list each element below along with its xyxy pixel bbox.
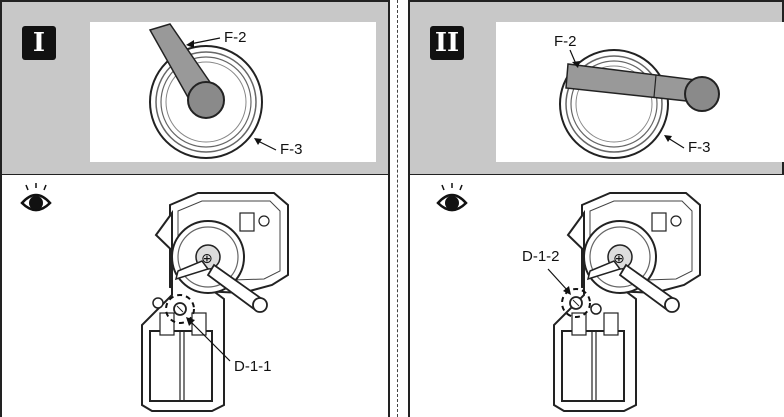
step-2-top-section: II F-2 F-3 bbox=[408, 0, 784, 175]
knob-wheel-illustration-1: F-2 F-3 bbox=[148, 23, 303, 159]
step-2-badge: II bbox=[430, 26, 464, 60]
eye-icon bbox=[436, 183, 468, 212]
knob-wheel-illustration-2: F-2 F-3 bbox=[554, 33, 720, 159]
step-1-top-section: I F-2 F-3 bbox=[0, 0, 390, 175]
panel-divider bbox=[397, 0, 398, 417]
handle-label-2: F-2 bbox=[554, 33, 577, 50]
part-label-1: D-1-1 bbox=[234, 358, 272, 375]
assembly-illustration-1: ⊕ D-1-1 bbox=[20, 183, 289, 412]
part-label-2: D-1-2 bbox=[522, 248, 560, 265]
eye-icon bbox=[20, 183, 52, 212]
wheel-label-1: F-3 bbox=[280, 141, 303, 158]
step-2-bottom-section: ⊕ D-1-2 bbox=[408, 175, 784, 417]
step-panel-1: I F-2 F-3 bbox=[0, 0, 390, 417]
step-1-detail-frame: F-2 F-3 bbox=[90, 22, 376, 162]
step-2-detail-frame: F-2 F-3 bbox=[496, 22, 784, 162]
svg-text:⊕: ⊕ bbox=[201, 251, 213, 267]
handle-label-1: F-2 bbox=[224, 29, 247, 46]
step-panel-2: II F-2 F-3 bbox=[408, 0, 784, 417]
step-1-bottom-section: ⊕ D-1-1 bbox=[0, 175, 390, 417]
assembly-illustration-2: ⊕ D-1-2 bbox=[436, 183, 701, 412]
step-1-badge: I bbox=[22, 26, 56, 60]
svg-text:⊕: ⊕ bbox=[613, 251, 625, 267]
wheel-label-2: F-3 bbox=[688, 139, 711, 156]
